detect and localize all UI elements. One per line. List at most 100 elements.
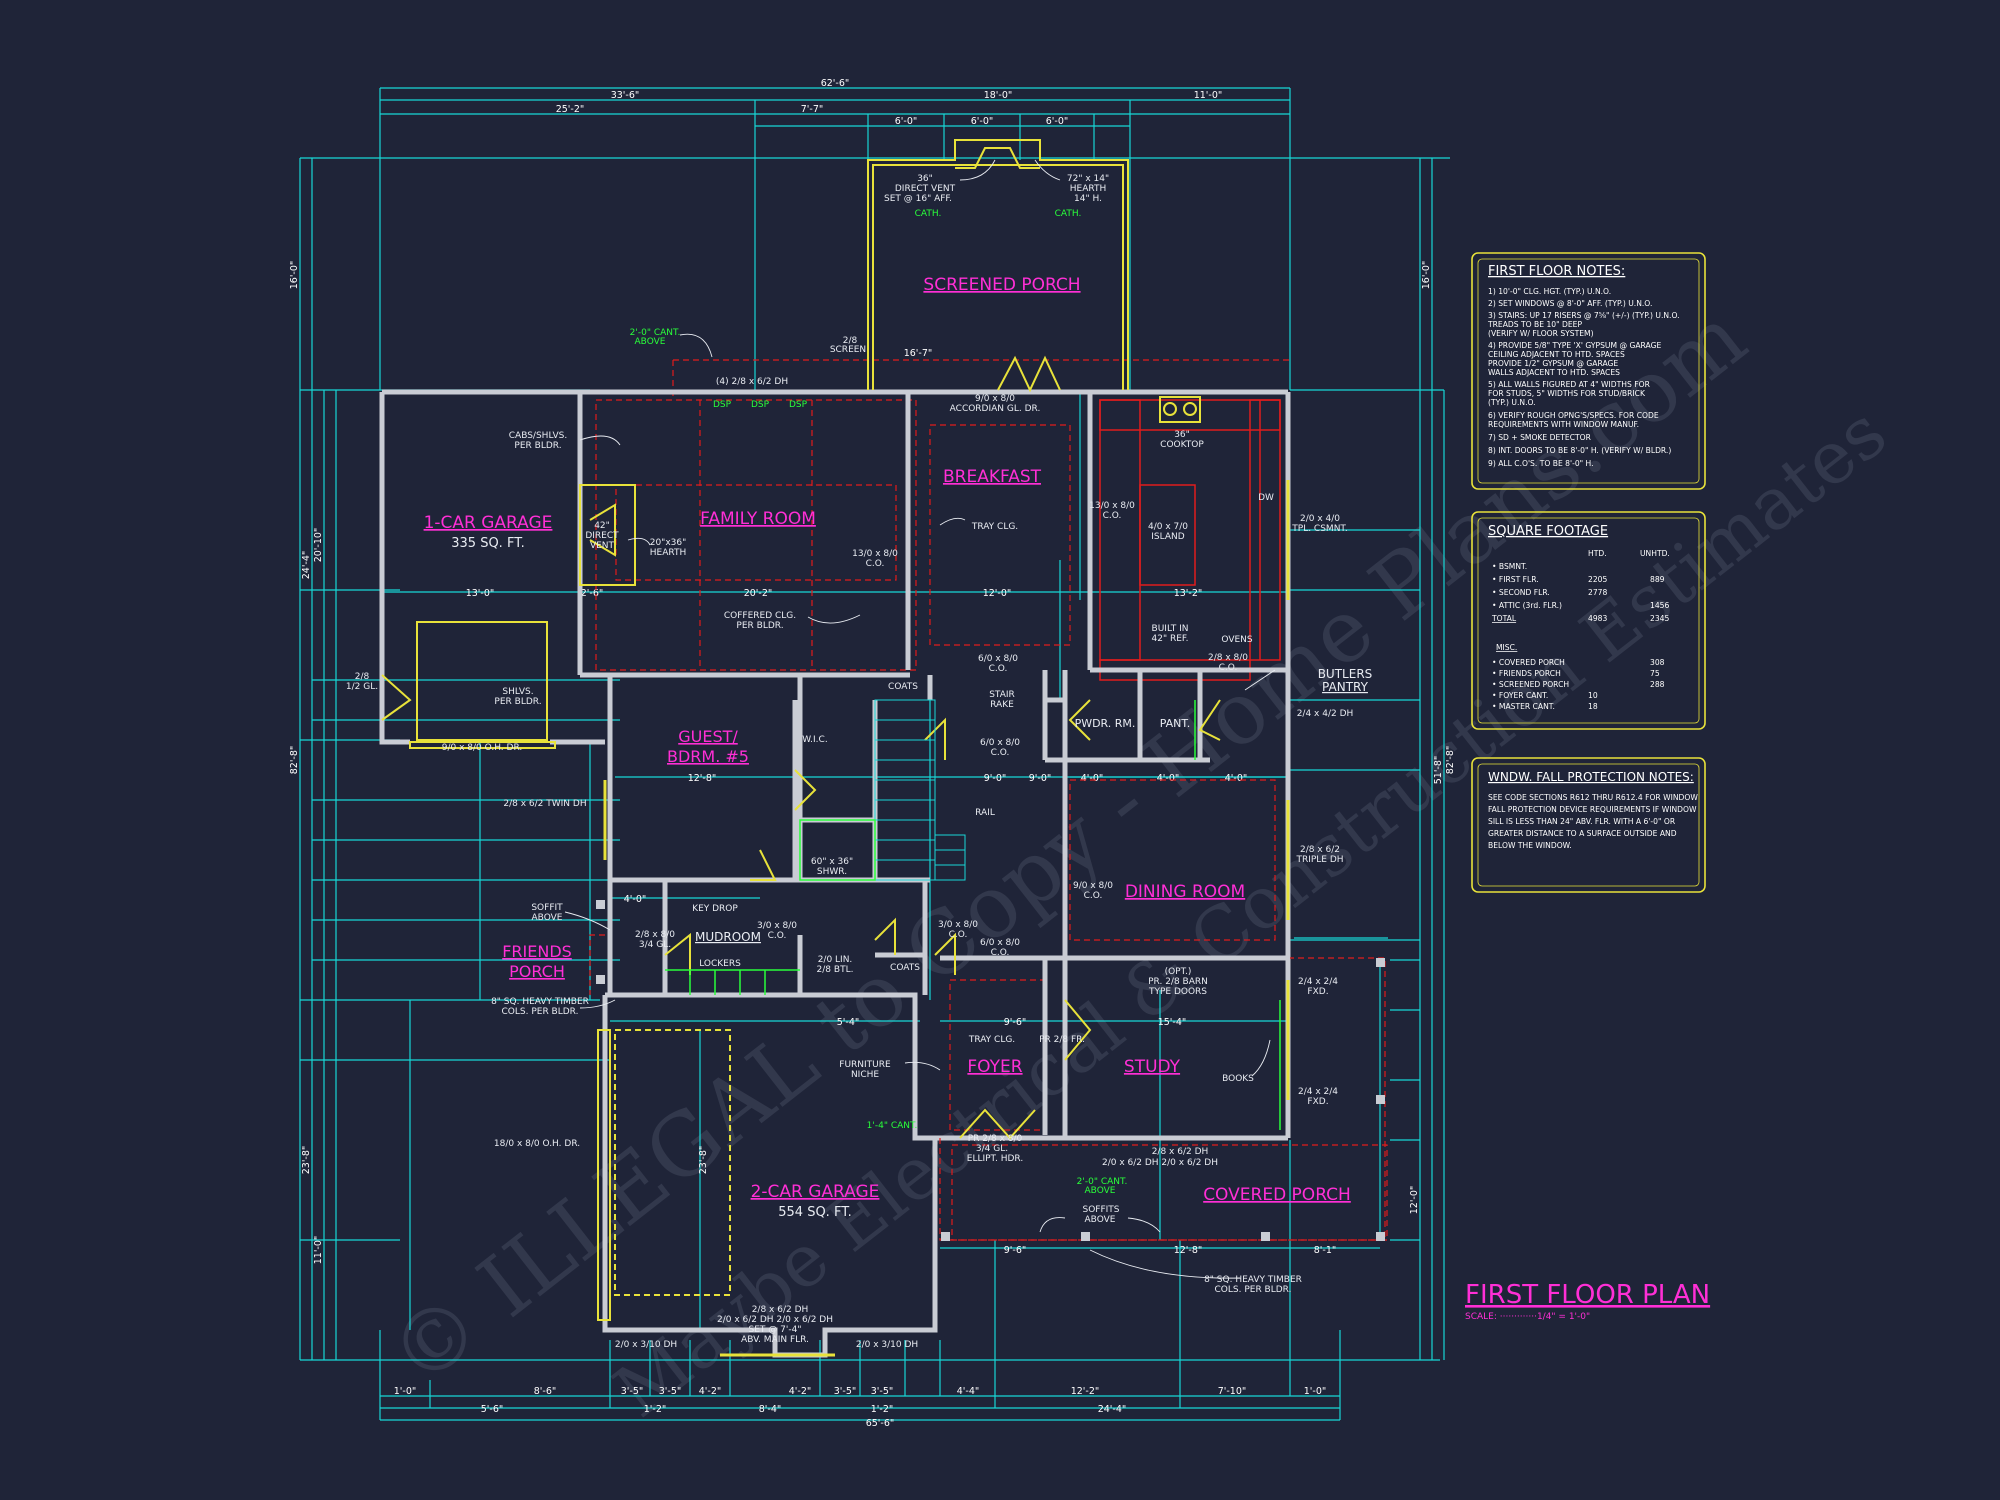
note-ellipt-2: 3/4 GL. xyxy=(976,1144,1008,1154)
first-floor-notes-panel: FIRST FLOOR NOTES: 1) 10'-0" CLG. HGT. (… xyxy=(1471,252,1706,490)
note-csmnt-1: 2/0 x 4/0 xyxy=(1300,514,1340,524)
note-co1310b-2: C.O. xyxy=(1103,511,1122,521)
notes-item-3: TREADS TO BE 10" DEEP xyxy=(1487,320,1582,329)
room-1-car-garage: 1-CAR GARAGE xyxy=(424,513,553,533)
dim-bottom-7: 3'-5" xyxy=(871,1386,894,1397)
room-friends-porch-line2: PORCH xyxy=(509,962,565,981)
note-stair-rake-2: RAKE xyxy=(990,700,1014,710)
note-shlvs-2: PER BLDR. xyxy=(494,697,541,707)
note-cooktop-1: 36" xyxy=(1174,430,1190,440)
sqft-row-1-unhtd: 889 xyxy=(1650,575,1665,584)
note-fxd1-2: FXD. xyxy=(1307,987,1328,997)
note-vent42-3: VENT xyxy=(590,541,615,551)
note-bench-2: 2/8 BTL. xyxy=(817,965,854,975)
dim-inner-10: 15'-4" xyxy=(1158,1017,1187,1028)
note-cant14: 1'-4" CANT. xyxy=(867,1121,918,1131)
sqft-row-3-unhtd: 1456 xyxy=(1650,601,1669,610)
dim-bottom2-0: 5'-6" xyxy=(481,1404,504,1415)
note-co610c-1: 6/0 x 8/0 xyxy=(980,938,1020,948)
dim-inner-18: 23'-8" xyxy=(698,1146,709,1175)
note-key-drop: KEY DROP xyxy=(692,904,738,914)
dim-right-0: 16'-0" xyxy=(1421,261,1432,290)
note-dw: DW xyxy=(1258,493,1274,503)
notes-item-10: FOR STUDS, 5" WIDTHS FOR STUD/BRICK xyxy=(1488,389,1646,398)
sqft-row-0-label: • BSMNT. xyxy=(1492,562,1527,571)
note-barn-1: (OPT.) xyxy=(1165,967,1192,977)
watermark: © ILLEGAL to Copy - Home Plans.com Maybe… xyxy=(371,287,1901,1433)
note-builtin-2: 42" REF. xyxy=(1152,634,1189,644)
dim-bottom-1: 8'-6" xyxy=(534,1386,557,1397)
room-butlers-line2: PANTRY xyxy=(1322,680,1369,694)
dim-inner-14: 9'-0" xyxy=(1029,773,1052,784)
note-niche-1: FURNITURE xyxy=(839,1060,891,1070)
note-coffered-2: PER BLDR. xyxy=(736,621,783,631)
sqft-row-4-htd: 4983 xyxy=(1588,614,1607,623)
dim-inner-6: 9'-0" xyxy=(984,773,1007,784)
room-guest-bdrm-line1: GUEST/ xyxy=(678,727,738,746)
note-hearth-top-2: HEARTH xyxy=(1070,184,1106,194)
square-footage-panel: SQUARE FOOTAGE HTD. UNHTD. • BSMNT.• FIR… xyxy=(1471,511,1706,730)
note-dh-bottom-4: ABV. MAIN FLR. xyxy=(741,1335,809,1345)
note-dh3102: 2/0 x 3/10 DH xyxy=(856,1340,918,1350)
sqft-misc-row-0-label: • COVERED PORCH xyxy=(1492,658,1565,667)
note-co610-1: 6/0 x 8/0 xyxy=(978,654,1018,664)
room-screened-porch: SCREENED PORCH xyxy=(923,275,1080,295)
note-niche-2: NICHE xyxy=(851,1070,879,1080)
notes-item-2: 3) STAIRS: UP 17 RISERS @ 7⅝" (+/-) (TYP… xyxy=(1488,311,1680,320)
dim-bottom-5: 4'-2" xyxy=(789,1386,812,1397)
sqft-misc-row-2-label: • SCREENED PORCH xyxy=(1492,680,1569,689)
annotations: 36" DIRECT VENT SET @ 16" AFF. 72" x 14"… xyxy=(346,174,1353,1350)
note-co1310-1: 13/0 x 8/0 xyxy=(852,549,898,559)
note-co610b-1: 6/0 x 8/0 xyxy=(980,738,1020,748)
covered-porch-outline xyxy=(589,934,1386,1241)
dim-bottom-4: 4'-2" xyxy=(699,1386,722,1397)
notes-item-4: (VERIFY W/ FLOOR SYSTEM) xyxy=(1488,329,1594,338)
notes-item-6: CEILING ADJACENT TO HTD. SPACES xyxy=(1488,350,1625,359)
notes-item-8: WALLS ADJACENT TO HTD. SPACES xyxy=(1488,368,1620,377)
sqft-row-3-label: • ATTIC (3rd. FLR.) xyxy=(1492,601,1562,610)
note-direct-vent-2: DIRECT VENT xyxy=(895,184,956,194)
notes-item-5: 4) PROVIDE 5/8" TYPE 'X' GYPSUM @ GARAGE xyxy=(1488,341,1661,350)
ceiling-lines xyxy=(595,359,1388,1241)
dim-top-c: 6'-0" xyxy=(895,116,918,127)
room-labels: 1-CAR GARAGE 335 SQ. FT. FAMILY ROOM BRE… xyxy=(424,275,1373,1220)
room-friends-porch-line1: FRIENDS xyxy=(502,942,572,961)
notes-item-12: 6) VERIFY ROUGH OPNG'S/SPECS. FOR CODE xyxy=(1488,411,1659,420)
note-heavy-cols-2: COLS. PER BLDR. xyxy=(502,1007,579,1017)
dim-inner-16: 12'-8" xyxy=(1174,1245,1203,1256)
note-coats-2: COATS xyxy=(890,963,920,973)
room-pwdr: PWDR. RM. xyxy=(1075,717,1136,730)
dim-bottom-10: 7'-10" xyxy=(1218,1386,1247,1397)
note-dh-pair1-1: 2/8 x 6/2 DH xyxy=(1152,1147,1209,1157)
note-co910-1: 9/0 x 8/0 xyxy=(1073,881,1113,891)
notes-item-14: 7) SD + SMOKE DETECTOR xyxy=(1488,433,1592,442)
note-cant-above-2: ABOVE xyxy=(635,337,666,347)
note-co310b-1: 3/0 x 8/0 xyxy=(938,920,978,930)
note-dh-bottom-1: 2/8 x 6/2 DH xyxy=(752,1305,809,1315)
room-guest-bdrm-line2: BDRM. #5 xyxy=(667,747,749,766)
note-co610c-2: C.O. xyxy=(991,948,1010,958)
note-csmnt-2: TPL. CSMNT. xyxy=(1291,524,1347,534)
note-island-2: ISLAND xyxy=(1151,532,1184,542)
note-hearth20-2: HEARTH xyxy=(650,548,686,558)
dim-inner-2: 12'-0" xyxy=(983,588,1012,599)
sqft-row-1-label: • FIRST FLR. xyxy=(1492,575,1539,584)
note-glazed-2: 1/2 GL. xyxy=(346,682,378,692)
note-dh-bottom-2: 2/0 x 6/2 DH 2/0 x 6/2 DH xyxy=(717,1315,833,1325)
note-barn-3: TYPE DOORS xyxy=(1148,987,1207,997)
note-co910-2: C.O. xyxy=(1084,891,1103,901)
notes-item-13: REQUIREMENTS WITH WINDOW MANUF. xyxy=(1488,420,1639,429)
note-stair-rake-1: STAIR xyxy=(989,690,1015,700)
dim-bottom-2: 3'-5" xyxy=(621,1386,644,1397)
note-cabs-2: PER BLDR. xyxy=(514,441,561,451)
dim-inner-15: 4'-0" xyxy=(624,894,647,905)
note-soffits-1: SOFFITS xyxy=(1082,1205,1119,1215)
note-co1310b-1: 13/0 x 8/0 xyxy=(1089,501,1135,511)
note-island-1: 4/0 x 7/0 xyxy=(1148,522,1188,532)
room-2-car-garage-area: 554 SQ. FT. xyxy=(778,1205,851,1220)
sqft-row-2-label: • SECOND FLR. xyxy=(1492,588,1550,597)
dim-bottom2-2: 8'-4" xyxy=(759,1404,782,1415)
note-shwr-1: 60" x 36" xyxy=(811,857,853,867)
